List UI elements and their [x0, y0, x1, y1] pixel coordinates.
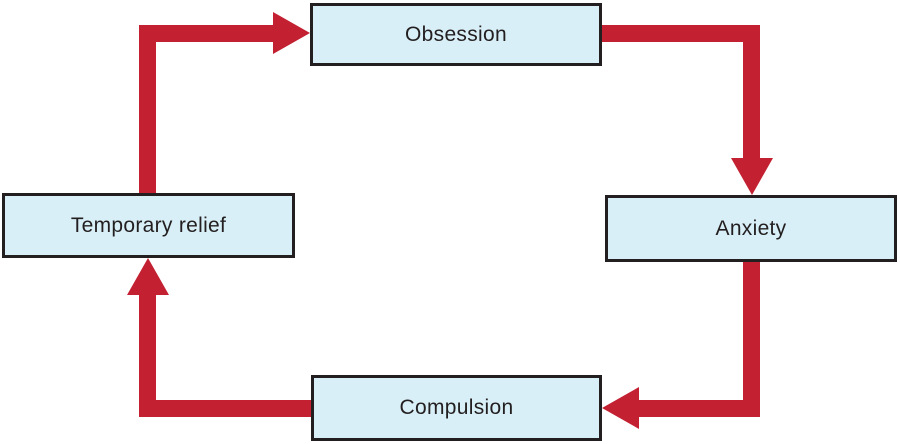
arrow-anxiety-to-compulsion-icon	[602, 262, 760, 429]
arrow-obsession-to-anxiety-icon	[602, 25, 773, 195]
node-anxiety: Anxiety	[605, 195, 897, 262]
node-compulsion-label: Compulsion	[399, 396, 514, 419]
node-temporary-relief-label: Temporary relief	[70, 213, 227, 237]
node-compulsion: Compulsion	[311, 375, 602, 441]
arrow-temporary-relief-to-obsession-icon	[139, 12, 310, 193]
arrow-compulsion-to-temporary-relief-icon	[127, 258, 311, 417]
node-obsession-label: Obsession	[405, 22, 507, 46]
node-anxiety-label: Anxiety	[715, 216, 787, 240]
node-obsession: Obsession	[310, 3, 602, 66]
node-temporary-relief: Temporary relief	[2, 193, 295, 258]
